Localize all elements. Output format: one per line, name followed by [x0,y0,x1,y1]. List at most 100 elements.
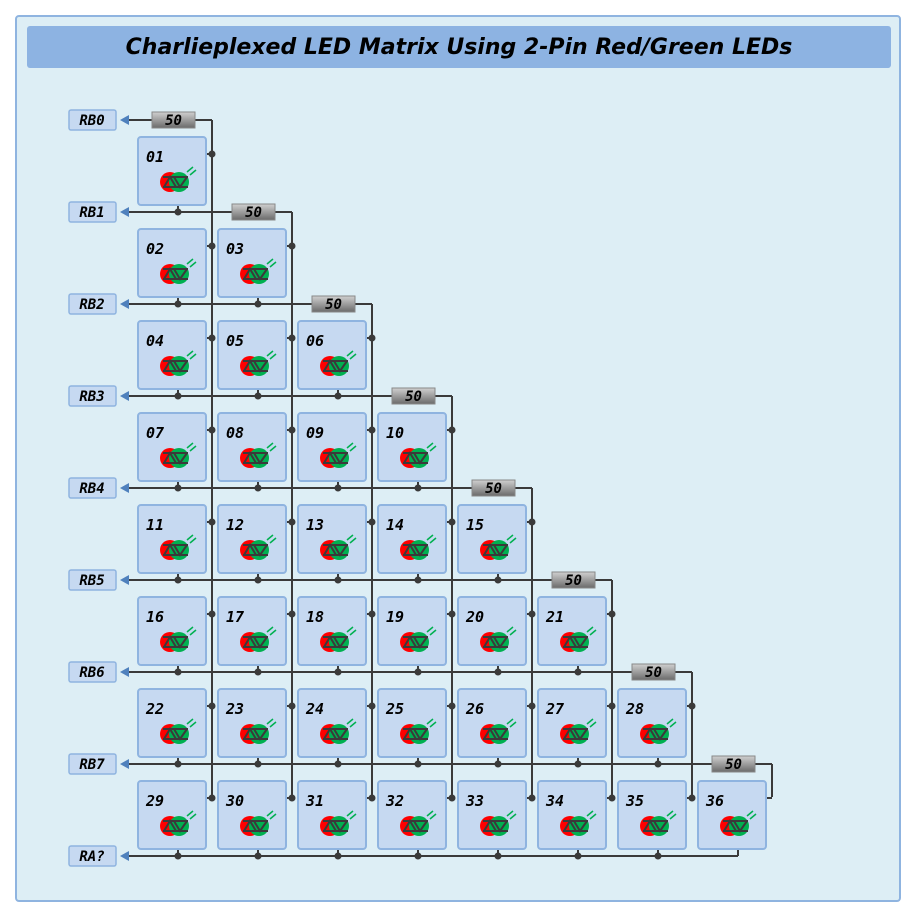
junction-dot [254,576,262,584]
led-triangle-up [723,819,737,832]
led-cell-box [297,504,367,574]
junction-dot [208,794,216,802]
light-ray [266,718,274,725]
junction-dot [494,576,502,584]
light-ray [426,718,434,725]
pin-label-rb2: RB2 [68,293,129,315]
bicolor-led-icon [240,718,277,744]
junction-dot [448,610,456,618]
led-triangle-down [333,636,348,649]
led-cell: 11 [137,504,207,574]
led-cell-box [297,780,367,850]
light-ray [189,261,197,268]
led-cell: 05 [217,320,287,390]
led-cell: 17 [217,596,287,666]
junction-dot [654,760,662,768]
led-cell: 12 [217,504,287,574]
led-cell: 23 [217,688,287,758]
light-ray [269,537,277,544]
led-cell-box [457,596,527,666]
led-cell-box [217,596,287,666]
bicolor-led-icon [160,350,197,376]
light-ray [349,353,357,360]
led-triangle-down [573,820,588,833]
bicolor-led-icon [240,626,277,652]
led-cell: 16 [137,596,207,666]
junction-dot [254,852,262,860]
junction-dot [368,426,376,434]
light-ray [346,810,354,817]
light-ray [266,258,274,265]
pin-arrow-icon [120,851,129,861]
junction-dot [334,760,342,768]
resistor-body [631,663,676,681]
bicolor-led-icon [160,442,197,468]
led-triangle-up [483,819,497,832]
led-triangle-up [163,267,177,280]
led-number: 36 [705,792,724,810]
pin-label-box [68,109,117,131]
resistor-value: 50 [405,389,422,405]
led-triangle-down [413,544,428,557]
pin-label-rb3: RB3 [68,385,129,407]
junction-dot [574,760,582,768]
junction-dot [414,760,422,768]
led-triangle-down [253,544,268,557]
led-cell-box [537,688,607,758]
led-cell: 28 [617,688,687,758]
bicolor-led-icon [480,810,517,836]
bicolor-led-icon [320,626,357,652]
resistor: 50 [311,295,356,313]
light-ray [586,810,594,817]
light-ray [186,718,194,725]
light-ray [266,534,274,541]
light-ray [269,629,277,636]
pin-label-box [68,477,117,499]
junction-dot [174,576,182,584]
led-triangle-down [173,636,188,649]
led-number: 09 [306,424,324,442]
bicolor-led-icon [320,350,357,376]
led-triangle-up [643,727,657,740]
light-ray [189,169,197,176]
led-cell: 26 [457,688,527,758]
junction-dot [174,300,182,308]
junction-dot [254,484,262,492]
bicolor-led-icon [240,258,277,284]
bicolor-led-icon [160,718,197,744]
led-cell-box [377,596,447,666]
led-triangle-down [333,728,348,741]
junction-dot [528,518,536,526]
light-ray [509,537,517,544]
junction-dot [608,610,616,618]
led-triangle-down [333,544,348,557]
light-ray [349,445,357,452]
led-number: 30 [225,792,244,810]
led-number: 16 [146,608,164,626]
led-cell: 34 [537,780,607,850]
resistor-value: 50 [325,297,342,313]
junction-dot [414,576,422,584]
led-triangle-up [323,359,337,372]
led-cell: 03 [217,228,287,298]
light-ray [266,626,274,633]
led-triangle-up [563,635,577,648]
led-triangle-up [483,543,497,556]
led-cell: 01 [137,136,207,206]
led-number: 35 [625,792,644,810]
light-ray [186,258,194,265]
junction-dot [334,392,342,400]
led-triangle-up [643,819,657,832]
light-ray [506,810,514,817]
light-ray [586,718,594,725]
junction-dot [334,668,342,676]
led-number: 32 [385,792,404,810]
led-cell: 20 [457,596,527,666]
led-triangle-down [493,820,508,833]
pin-label-rb6: RB6 [68,661,129,683]
led-cell: 15 [457,504,527,574]
junction-dot [174,852,182,860]
pin-label-box [68,569,117,591]
pin-label-box [68,293,117,315]
